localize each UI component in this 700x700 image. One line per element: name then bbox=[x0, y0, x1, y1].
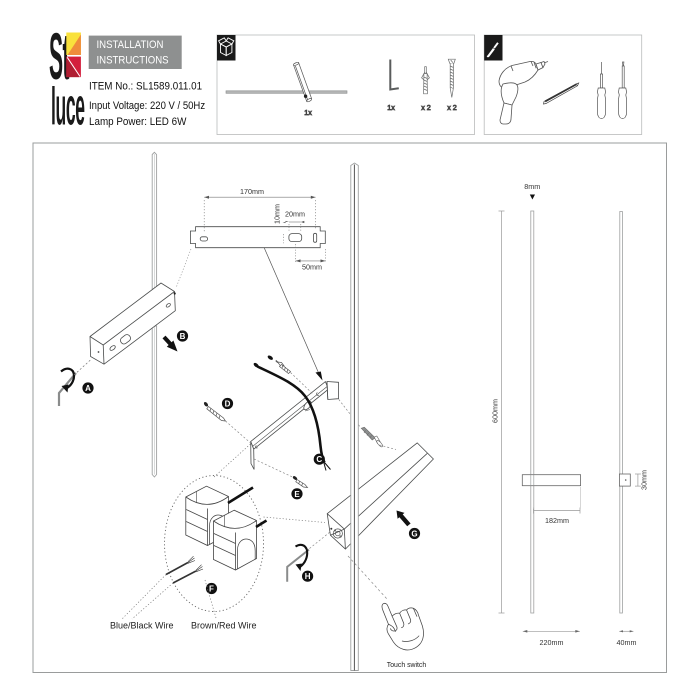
svg-text:INSTRUCTIONS: INSTRUCTIONS bbox=[97, 55, 169, 67]
svg-text:50mm: 50mm bbox=[302, 262, 322, 271]
svg-text:luce: luce bbox=[51, 77, 85, 136]
svg-text:1x: 1x bbox=[387, 103, 395, 112]
svg-text:Brown/Red Wire: Brown/Red Wire bbox=[191, 621, 257, 631]
svg-text:B: B bbox=[180, 332, 186, 341]
svg-text:Touch switch: Touch switch bbox=[387, 662, 427, 669]
svg-text:Input Voltage: 220 V / 50Hz: Input Voltage: 220 V / 50Hz bbox=[89, 100, 205, 112]
svg-text:Lamp Power: LED 6W: Lamp Power: LED 6W bbox=[89, 117, 187, 128]
svg-text:10mm: 10mm bbox=[273, 204, 282, 224]
svg-text:C: C bbox=[316, 455, 322, 464]
svg-text:INSTALLATION: INSTALLATION bbox=[97, 40, 164, 52]
svg-text:220mm: 220mm bbox=[540, 638, 564, 647]
svg-text:A: A bbox=[85, 384, 91, 393]
svg-text:30mm: 30mm bbox=[640, 470, 649, 490]
svg-text:170mm: 170mm bbox=[240, 187, 264, 196]
svg-text:20mm: 20mm bbox=[285, 210, 305, 219]
svg-text:x 2: x 2 bbox=[421, 103, 431, 112]
svg-text:8mm: 8mm bbox=[524, 182, 540, 191]
svg-text:St: St bbox=[49, 21, 69, 94]
svg-text:40mm: 40mm bbox=[617, 638, 637, 647]
svg-text:600mm: 600mm bbox=[491, 399, 500, 423]
svg-text:F: F bbox=[209, 585, 214, 594]
svg-text:D: D bbox=[225, 400, 231, 409]
svg-text:E: E bbox=[294, 490, 300, 499]
svg-text:ITEM No.: SL1589.011.01: ITEM No.: SL1589.011.01 bbox=[89, 81, 202, 92]
svg-text:x 2: x 2 bbox=[447, 103, 457, 112]
svg-text:H: H bbox=[305, 572, 311, 581]
svg-text:G: G bbox=[411, 530, 417, 539]
svg-text:Blue/Black Wire: Blue/Black Wire bbox=[110, 621, 174, 631]
svg-text:182mm: 182mm bbox=[545, 516, 569, 525]
svg-text:1x: 1x bbox=[304, 108, 312, 117]
